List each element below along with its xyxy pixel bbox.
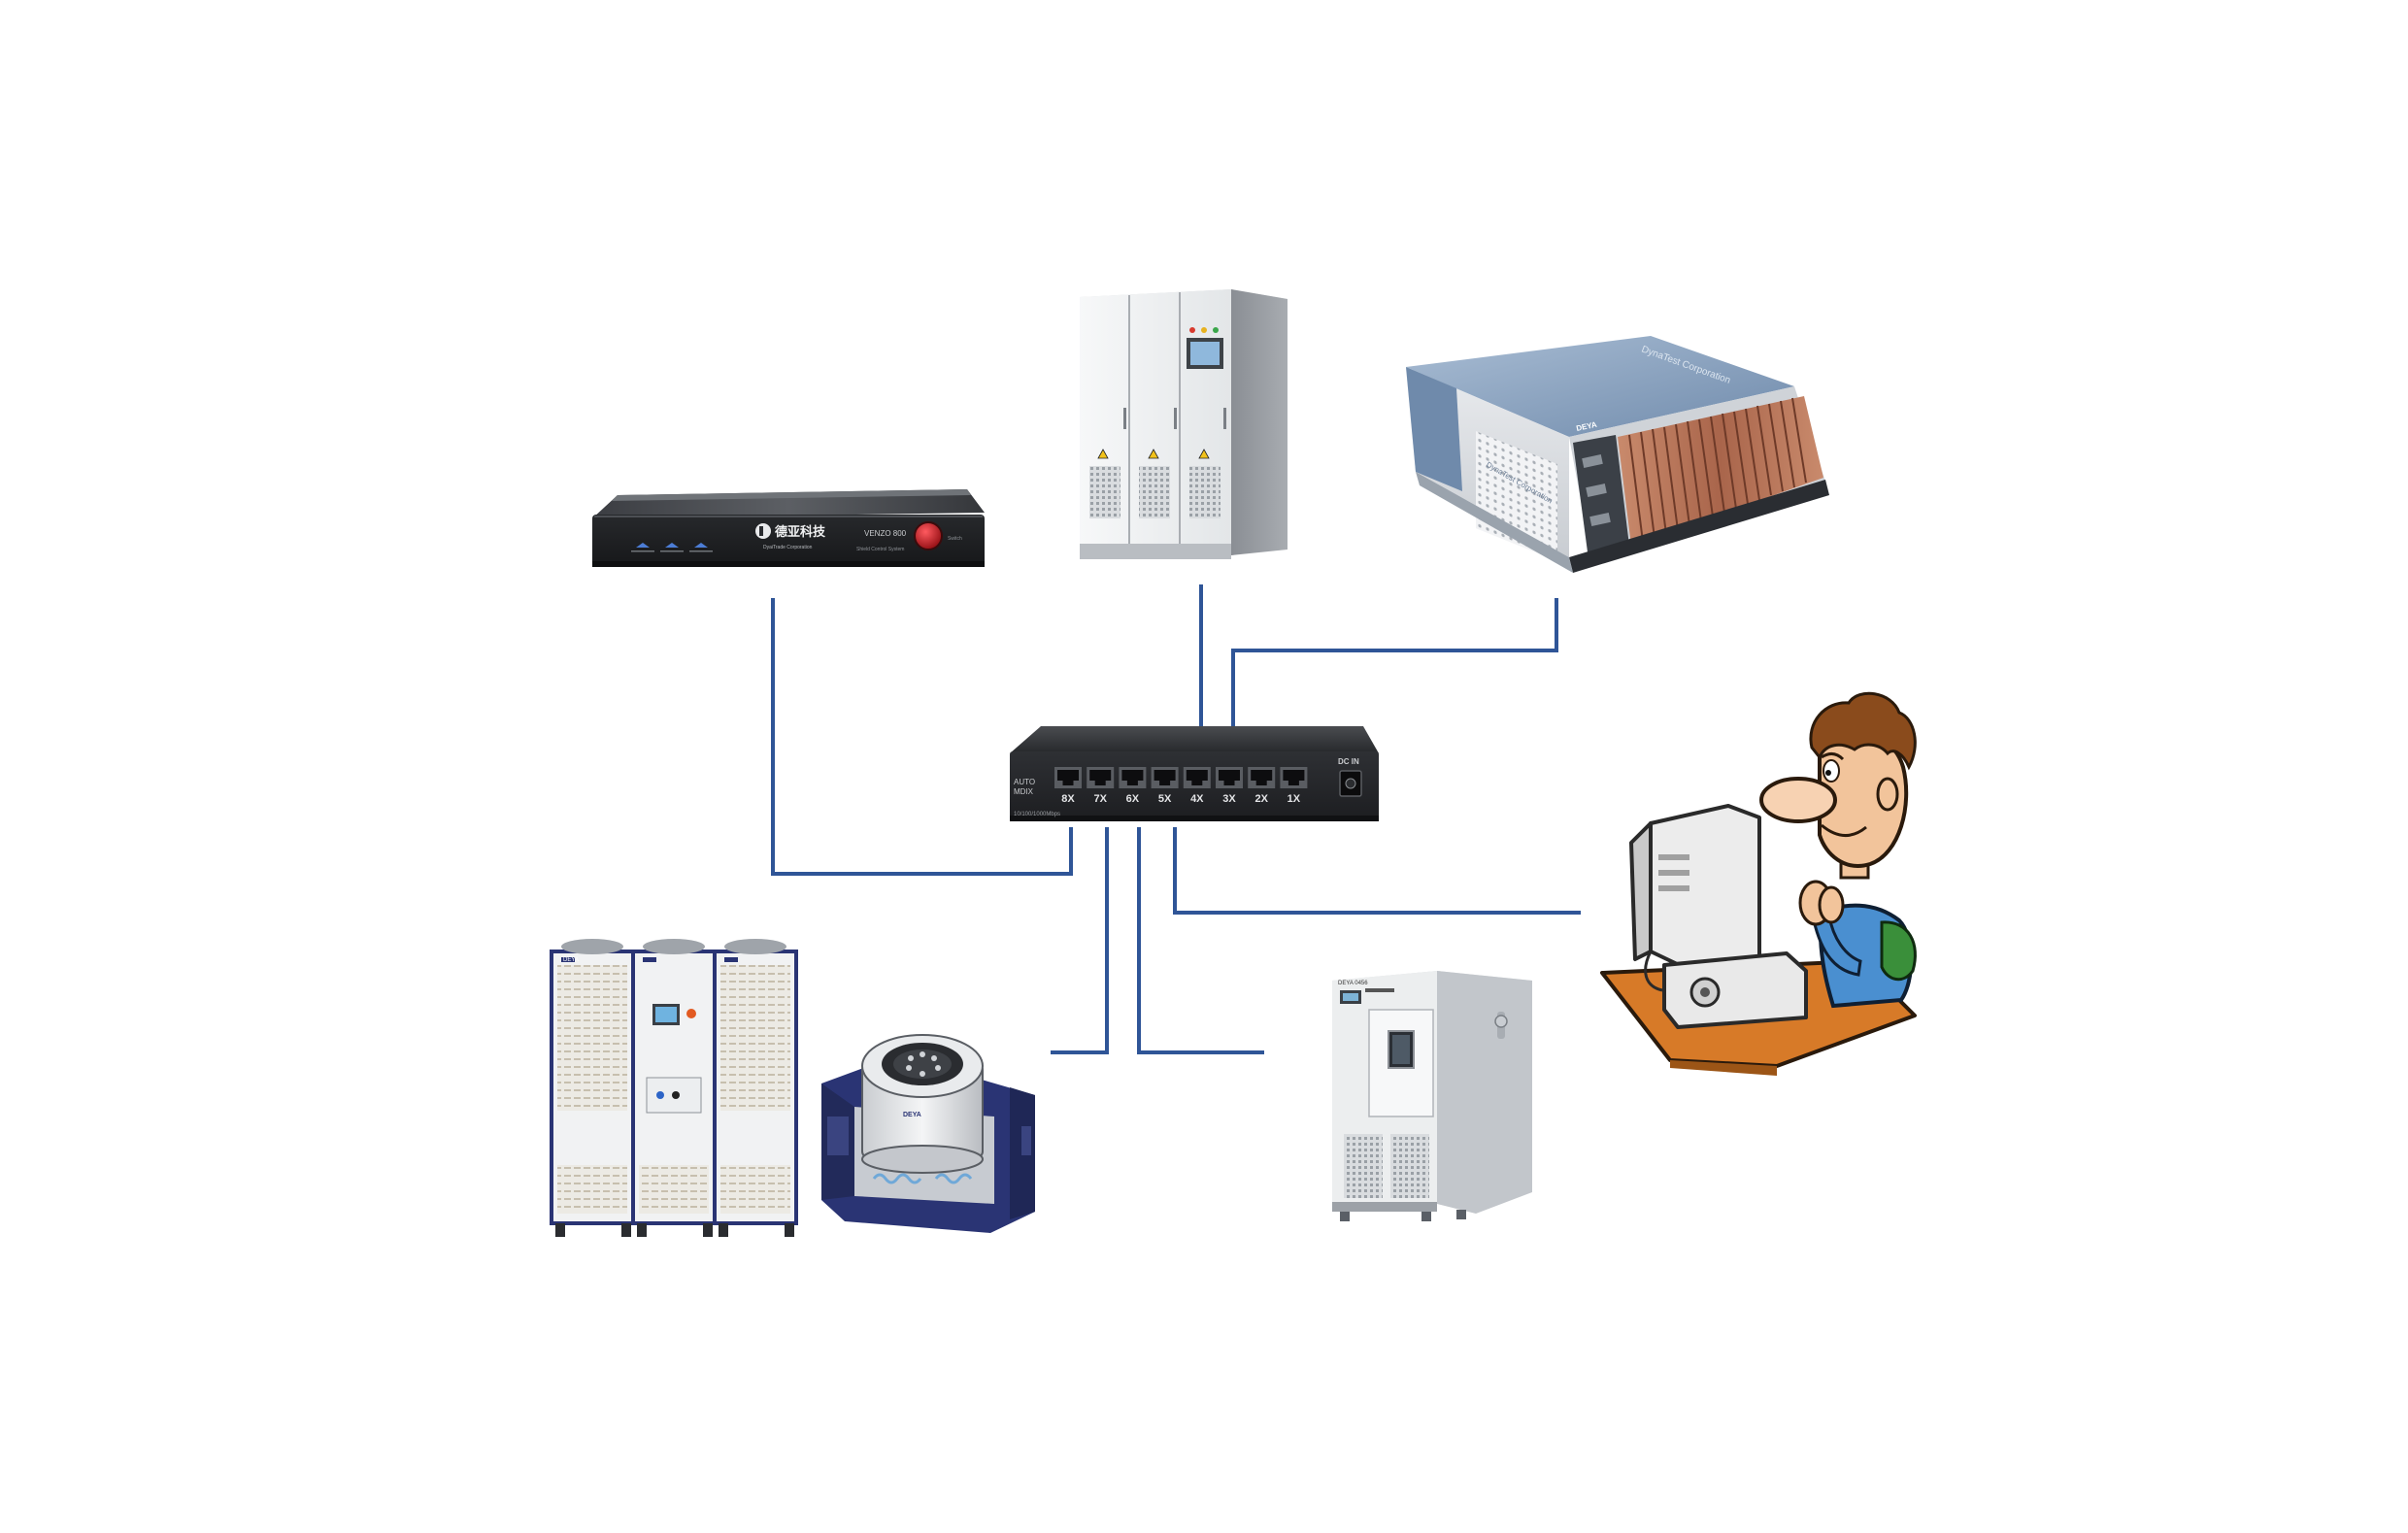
pxi-badge: DEYA [1576,420,1598,433]
battery-cabinet-badge: DEYA [563,957,579,963]
switch-port-label: 8X [1061,793,1075,805]
controller-brand: 德亚科技 [775,524,826,539]
link-pxi-chassis-to-port-3x [1231,598,1558,769]
controller-power-button [914,521,943,550]
battery-cabinet-left [550,939,635,1225]
switch-speed-label: 10/100/1000Mbps [1014,812,1060,817]
battery-cabinet-center [631,939,717,1225]
link-battery-to-port-7x [1051,827,1109,1054]
switch-auto-label: AUTO [1014,778,1035,786]
link-operator-to-port-5x [1173,827,1581,915]
switch-port-label: 1X [1288,793,1301,805]
vibration-shaker-icon: DEYA [821,1034,1035,1233]
network-links [771,584,1581,1054]
pxi-chassis-icon: DEYA DynaTest Corporation DynaTest Corpo… [1406,336,1829,573]
link-chamber-to-port-6x [1137,827,1264,1054]
controller-brand-sub: DyaiTrade Corporation [763,545,813,550]
switch-port-5x: 5X [1151,767,1179,805]
switch-port-8x: 8X [1054,767,1082,805]
controller-model: VENZO 800 [864,529,907,538]
controller-status-leds [636,543,708,548]
controller-model-sub: Shield Control System [856,547,904,552]
switch-port-7x: 7X [1087,767,1115,805]
chamber-nameplate: DEYA 0456 [1338,981,1368,986]
switch-port-label: 2X [1254,793,1268,805]
link-controller-to-port-8x [771,598,1073,876]
switch-port-label: 6X [1126,793,1140,805]
power-cabinet-icon [1080,289,1288,559]
battery-cabinet-icon: DEYA [550,939,798,1237]
switch-port-label: 3X [1222,793,1236,805]
battery-cabinet-right [713,939,798,1225]
controller-power-label: Switch [948,536,962,542]
switch-port-2x: 2X [1248,767,1276,805]
switch-port-group: 8X 7X 6X 5X 4X 3X 2X 1X [1054,767,1308,805]
switch-dc-label: DC IN [1338,757,1359,766]
switch-port-1x: 1X [1280,767,1308,805]
switch-mdix-label: MDIX [1014,787,1034,796]
pxi-card-slots [1618,396,1823,546]
switch-port-3x: 3X [1216,767,1243,805]
switch-port-4x: 4X [1183,767,1211,805]
rack-controller-icon: 德亚科技 DyaiTrade Corporation VENZO 800 Shi… [592,489,985,567]
ethernet-switch-icon: AUTO MDIX 10/100/1000Mbps DC IN 8X 7X 6X 5X… [1010,726,1379,821]
switch-port-6x: 6X [1119,767,1147,805]
switch-port-label: 5X [1158,793,1172,805]
operator-workstation-icon [1600,691,1917,1076]
switch-port-label: 7X [1093,793,1107,805]
switch-port-label: 4X [1190,793,1204,805]
climate-chamber-icon: DEYA 0456 [1332,971,1532,1221]
battery-cabinet-casters [555,1223,794,1237]
vibration-badge: DEYA [903,1112,921,1118]
